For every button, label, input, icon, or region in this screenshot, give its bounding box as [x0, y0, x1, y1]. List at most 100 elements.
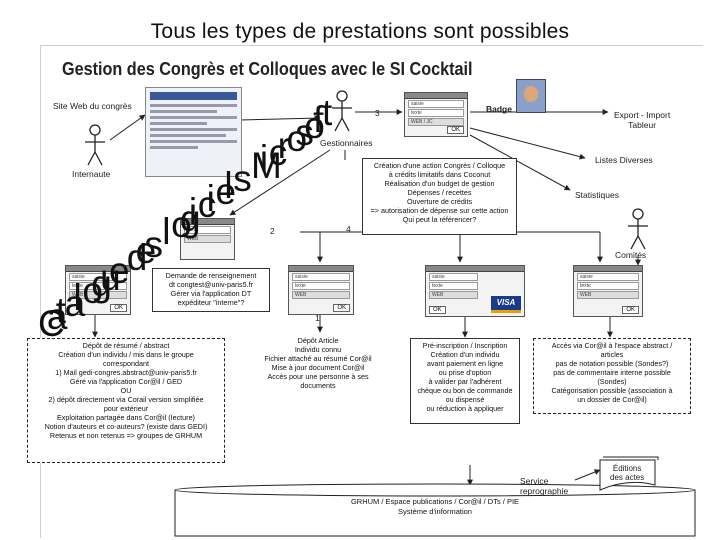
- internaute-window: saisie texte WEB OK: [65, 265, 131, 315]
- slide-title: Tous les types de prestations sont possi…: [150, 20, 570, 43]
- watermark-letter: i: [259, 138, 269, 180]
- box-line: Individu connu: [294, 345, 342, 354]
- ok-button[interactable]: OK: [447, 126, 464, 134]
- editions-label: Éditions des actes: [610, 464, 645, 482]
- pre-inscription-box: Pré-inscription / Inscription Création d…: [410, 338, 520, 424]
- box-line: Création d'un individu: [430, 350, 500, 359]
- window-field: texte: [429, 282, 478, 290]
- window-field: WEB: [184, 235, 231, 243]
- window-field: texte: [69, 282, 127, 290]
- site-web-label: Site Web du congrès: [53, 101, 132, 111]
- visa-logo: VISA: [491, 296, 521, 313]
- watermark-letter: t: [55, 289, 67, 331]
- watermark-letter: e: [135, 230, 157, 272]
- window-field: saisie: [429, 273, 478, 281]
- box-line: Création d'un individu / mis dans le gro…: [58, 350, 194, 359]
- watermark-letter: e: [109, 250, 130, 292]
- box-line: à crédits limitatifs dans Coconut: [388, 170, 491, 179]
- box-line: Ouverture de crédits: [406, 197, 473, 206]
- window-field: texte: [408, 109, 464, 117]
- box-line: Exploitation partagée dans Cor@il (Iectu…: [57, 413, 195, 422]
- badge-photo: [516, 79, 546, 113]
- creation-action-box: Création d'une action Congrès / Colloque…: [362, 158, 517, 235]
- box-line: Retenus et non retenus => groupes de GRH…: [49, 431, 203, 440]
- window-field: WEB: [577, 291, 639, 299]
- box-line: Dépôt de résumé / abstract: [82, 341, 170, 350]
- internaute-label: Internaute: [72, 169, 111, 179]
- box-line: Géré via l'application Cor@il / GED: [69, 377, 183, 386]
- box-line: Notion d'auteurs et co-auteurs? (existe …: [44, 422, 208, 431]
- watermark-letter: s: [295, 111, 314, 153]
- gestionnaires-label: Gestionnaires: [320, 138, 373, 148]
- box-line: pas de notation possible (Sondes?): [555, 359, 669, 368]
- window-field: WEB / JC: [408, 118, 464, 126]
- watermark-letter: o: [304, 105, 325, 147]
- watermark-letter: g: [180, 197, 201, 239]
- badge-window: saisie texte WEB / JC OK: [404, 92, 468, 137]
- window-field: saisie: [408, 100, 464, 108]
- watermark-letter: d: [126, 237, 148, 279]
- watermark-letter: c: [268, 131, 288, 173]
- window-field: WEB: [429, 291, 478, 299]
- watermark-letter: c: [197, 184, 217, 226]
- window-field: WEB: [292, 291, 350, 299]
- watermark-letter: t: [322, 92, 333, 133]
- box-line: un dossier de Cor@il): [577, 395, 647, 404]
- box-line: expéditeur "interne"?: [177, 298, 245, 307]
- box-line: Création d'une action Congrès / Colloque: [373, 161, 506, 170]
- box-line: Accès pour une personne à ses: [267, 372, 369, 381]
- watermark-letter: o: [171, 204, 192, 246]
- watermark-letter: s: [233, 157, 252, 199]
- ok-button[interactable]: OK: [333, 304, 350, 312]
- watermark-letter: i: [188, 190, 198, 232]
- box-line: Gérer via l'application DT: [170, 289, 252, 298]
- box-line: à valider par l'adhérent: [428, 377, 502, 386]
- box-line: OU: [120, 386, 132, 395]
- watermark-letter: f: [313, 98, 324, 140]
- box-line: documents: [300, 381, 336, 390]
- box-line: correspondant: [103, 359, 149, 368]
- demande-window: texte WEB: [180, 218, 235, 260]
- watermark-letter: i: [206, 177, 215, 219]
- watermark-letter: l: [73, 276, 82, 318]
- box-line: Dépôt Article: [297, 336, 339, 345]
- ok-button[interactable]: OK: [429, 306, 446, 314]
- watermark-letter: u: [100, 256, 121, 298]
- box-line: Mise à jour document Cor@il: [271, 363, 365, 372]
- box-line: articles: [600, 350, 624, 359]
- ok-button[interactable]: OK: [622, 306, 639, 314]
- watermark-letter: o: [286, 118, 308, 160]
- statistiques-label: Statistiques: [575, 190, 619, 200]
- box-line: pour extérieur: [103, 404, 149, 413]
- box-line: avant paiement en ligne: [426, 359, 504, 368]
- box-line: 1) Mail gedi-congres.abstract@univ-paris…: [55, 368, 197, 377]
- box-line: Réalisation d'un budget de gestion: [384, 179, 495, 188]
- box-line: Pré-inscription / Inscription: [422, 341, 508, 350]
- window-field: saisie: [292, 273, 350, 281]
- watermark-letter: C: [38, 303, 65, 344]
- depot-resume-box: Dépôt de résumé / abstract Création d'un…: [27, 338, 225, 463]
- listes-label: Listes Diverses: [595, 155, 653, 165]
- window-field: saisie: [69, 273, 127, 281]
- diagram-frame: [40, 45, 703, 538]
- diagram-title: Gestion des Congrès et Colloques avec le…: [62, 59, 473, 79]
- window-field: texte: [577, 282, 639, 290]
- box-line: Qui peut la référencer?: [402, 215, 477, 224]
- arrow-number-2: 2: [270, 226, 275, 236]
- box-line: Accès via Cor@il à l'espace abstract /: [551, 341, 673, 350]
- inscription-window: saisie texte WEB VISA OK: [425, 265, 525, 317]
- service-repro-label: Service reprographie: [520, 476, 569, 496]
- comites-label: Comités: [615, 250, 647, 260]
- grhum-line: Système d'information: [398, 506, 472, 516]
- box-line: (Sondes): [597, 377, 627, 386]
- box-line: ou prise d'option: [438, 368, 492, 377]
- ok-button[interactable]: OK: [110, 304, 127, 312]
- box-line: 2) dépôt directement via Corail version …: [48, 395, 204, 404]
- acces-corail-box: Accès via Cor@il à l'espace abstract / a…: [533, 338, 691, 414]
- site-web-screenshot: [145, 87, 242, 177]
- box-line: => autorisation de dépense sur cette act…: [370, 206, 509, 215]
- comites-window: saisie texte WEB OK: [573, 265, 643, 317]
- demande-renseignement-box: Demande de renseignement dt congtest@uni…: [152, 268, 270, 312]
- article-window: saisie texte WEB OK: [288, 265, 354, 315]
